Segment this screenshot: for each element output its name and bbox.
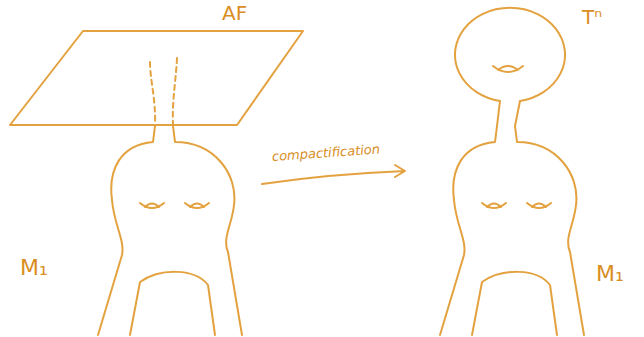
manifold-label: M₁ [20, 256, 48, 280]
compactification-arrow [262, 165, 405, 184]
arrow-label: compactification [272, 142, 381, 164]
manifold-label: AF [222, 2, 247, 24]
dashed-neck [150, 58, 177, 124]
surface-left [98, 126, 242, 335]
af-plane [10, 31, 303, 125]
manifold-label: M₁ [596, 262, 624, 286]
torus [455, 8, 565, 126]
surface-right [440, 126, 584, 335]
manifold-label: Tⁿ [582, 6, 602, 28]
